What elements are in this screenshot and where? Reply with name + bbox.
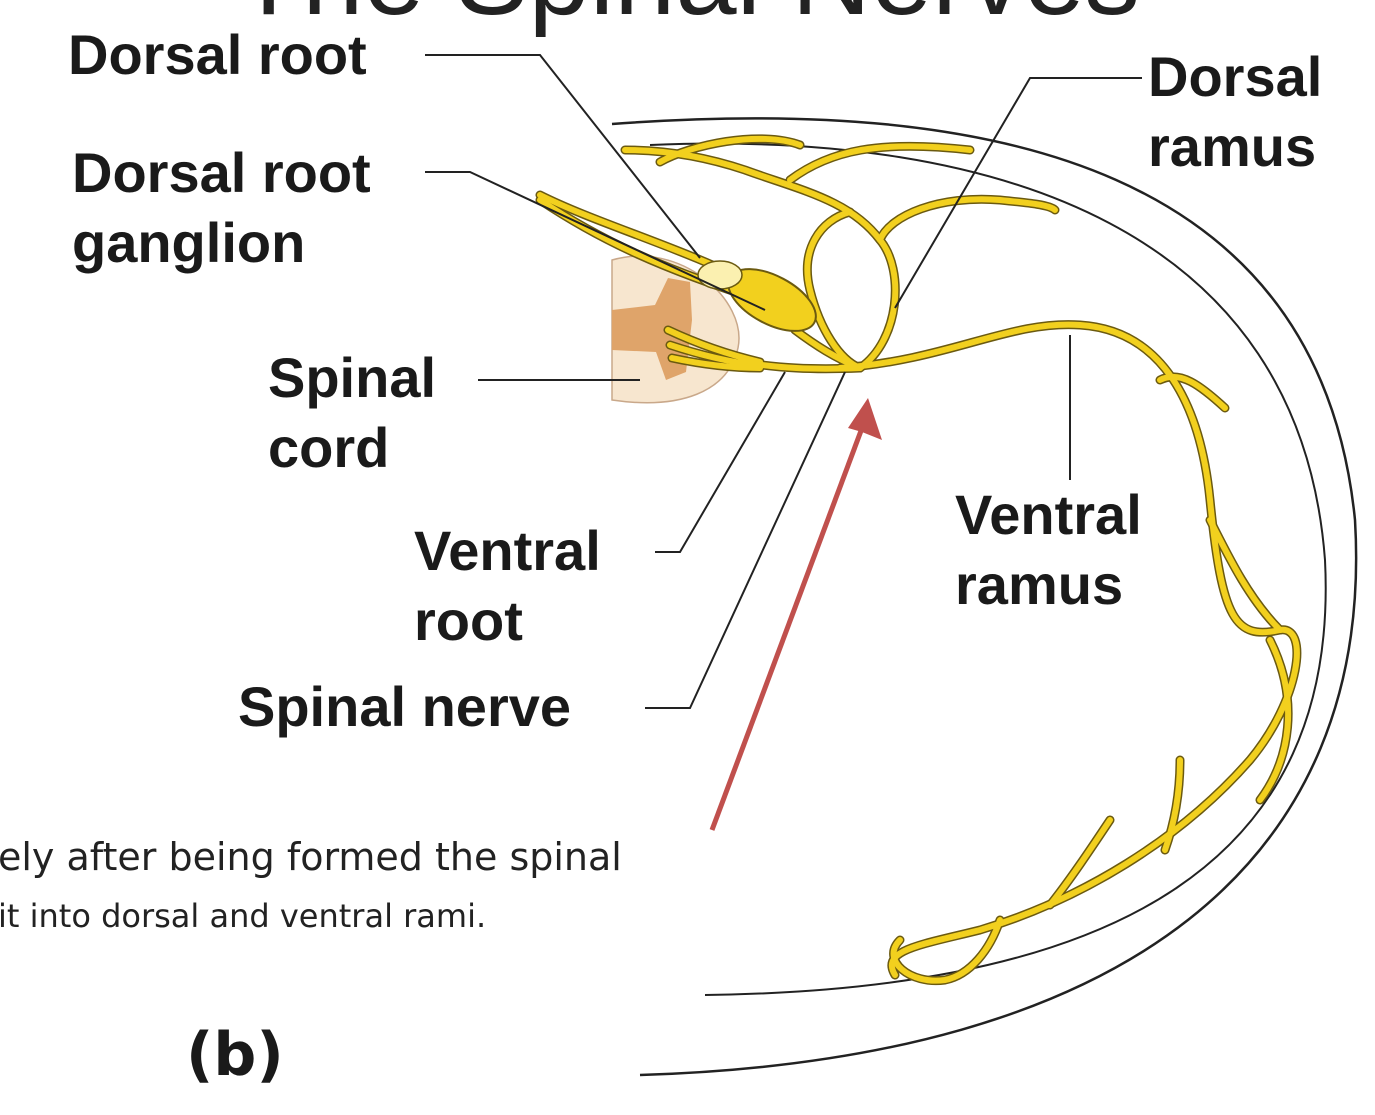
caption-line2: it into dorsal and ventral rami.: [0, 897, 487, 935]
caption-line1: ely after being formed the spinal: [0, 835, 622, 879]
label-spinal-nerve: Spinal nerve: [238, 675, 572, 738]
dorsal-ramus-branch: [787, 143, 973, 183]
ventral-ramus-branch: [1257, 637, 1292, 803]
ventral-rootlet: [669, 355, 763, 371]
leader-dorsal-ramus: [894, 77, 1142, 309]
ventral-ramus-branch: [1047, 817, 1113, 908]
dorsal-ramus: [622, 147, 899, 371]
label-dorsal-root-ganglion-line2: ganglion: [72, 211, 306, 274]
label-ventral-ramus-line2: ramus: [955, 553, 1124, 616]
figure-label: (b): [186, 1020, 284, 1090]
ventral-rootlet: [665, 327, 763, 365]
body-outline-outer: [611, 117, 1358, 1077]
leader-ventral-root: [655, 371, 786, 553]
label-ventral-root-line1: Ventral: [414, 519, 601, 582]
dorsal-ramus-branch: [877, 196, 1058, 243]
ventral-ramus-branch: [1207, 517, 1283, 633]
page-title: The Spinal Nerves: [0, 0, 1375, 32]
leader-spinal-nerve: [645, 371, 846, 709]
label-ventral-ramus-line1: Ventral: [955, 483, 1142, 546]
label-spinal-cord-line2: cord: [268, 416, 390, 479]
ventral-ramus-branch: [1162, 757, 1183, 853]
body-outline-inner: [649, 142, 1327, 996]
label-spinal-cord-line1: Spinal: [268, 346, 437, 409]
pointer-arrow-head: [848, 398, 882, 440]
dorsal-ramus-branch: [804, 209, 863, 371]
label-dorsal-root-ganglion-line1: Dorsal root: [72, 141, 371, 204]
label-dorsal-ramus-line1: Dorsal: [1148, 45, 1323, 108]
pointer-arrow-shaft: [709, 411, 871, 831]
leader-dorsal-root: [425, 54, 701, 259]
leader-dorsal-root-ganglion: [425, 171, 766, 311]
dorsal-root-ganglion-inner: [697, 260, 743, 290]
ventral-ramus-branch: [890, 917, 1003, 984]
label-dorsal-ramus-line2: ramus: [1148, 115, 1317, 178]
label-dorsal-root: Dorsal root: [68, 23, 367, 86]
label-ventral-root-line2: root: [414, 589, 523, 652]
ventral-ramus-branch: [1157, 373, 1228, 411]
dorsal-ramus-branch: [657, 135, 803, 165]
